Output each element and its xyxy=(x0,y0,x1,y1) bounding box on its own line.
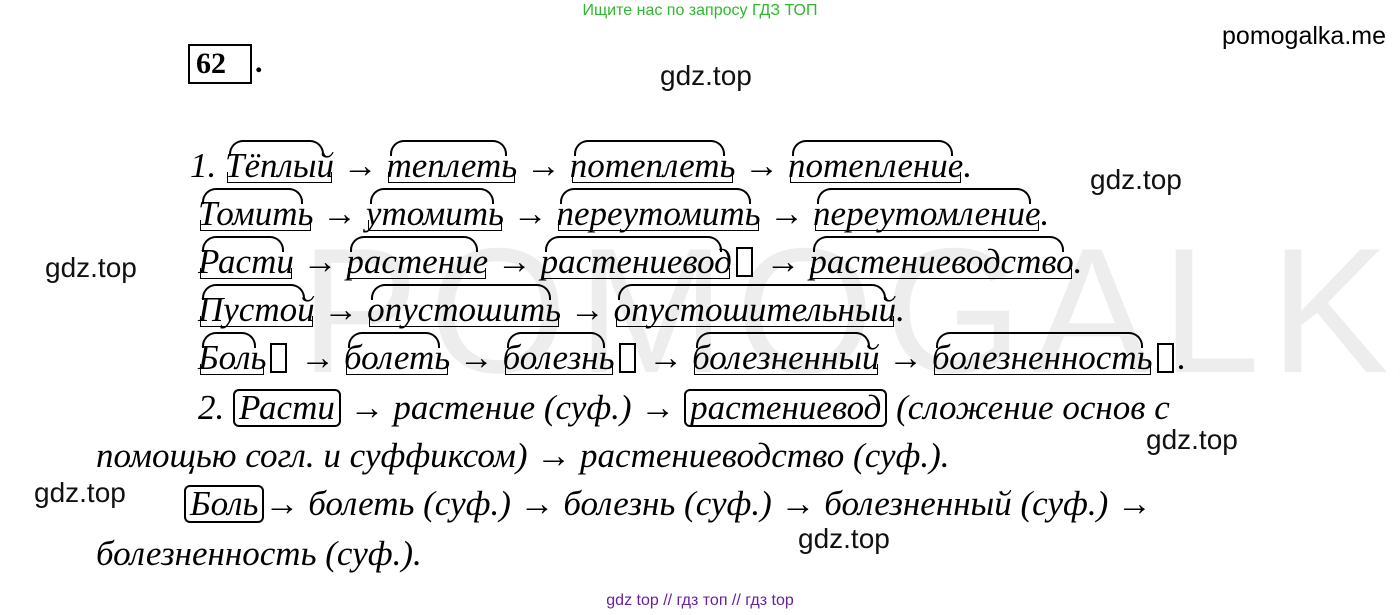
end-mark: . xyxy=(963,146,973,185)
watermark-gdz: gdz.top xyxy=(34,477,126,508)
explanation-line-2: помощью согл. и суффиксом) → растениевод… xyxy=(96,436,950,475)
site-name: pomogalka.me xyxy=(1222,22,1386,50)
arrow: → xyxy=(765,242,801,281)
word: болезненный xyxy=(692,332,880,377)
item-prefix: 1. xyxy=(190,146,225,185)
boxed-word: растениевод xyxy=(684,389,888,427)
exercise-number: 62 xyxy=(188,44,252,84)
footer-links[interactable]: gdz top // гдз топ // гдз top xyxy=(606,592,794,609)
word: потеплеть xyxy=(569,140,736,185)
derivation-row-5: Боль → болеть → болезнь → болезненный → … xyxy=(198,332,1187,378)
arrow: → xyxy=(769,194,805,233)
arrow: → xyxy=(648,338,684,377)
watermark-gdz: gdz.top xyxy=(1146,424,1238,455)
background-watermark: POMOGALKA.ME xyxy=(300,211,1400,410)
boxed-word: Боль xyxy=(184,485,265,523)
null-ending-box xyxy=(1156,343,1174,373)
end-mark: . xyxy=(1040,194,1050,233)
arrow: → xyxy=(300,338,336,377)
top-banner[interactable]: Ищите нас по запросу ГДЗ ТОП xyxy=(582,2,818,19)
explanation-line-3: Боль→ болеть (суф.) → болезнь (суф.) → б… xyxy=(184,484,1152,524)
word: Боль xyxy=(198,332,267,377)
word: Пустой xyxy=(198,284,315,329)
word: Томить xyxy=(198,188,314,233)
arrow: → xyxy=(496,242,532,281)
exercise-number-dot: . xyxy=(255,46,263,79)
word: болезненность xyxy=(932,332,1153,377)
arrow: → xyxy=(458,338,494,377)
end-mark: . xyxy=(1177,338,1187,377)
arrow: → xyxy=(525,146,561,185)
explanation-line-4: болезненность (суф.). xyxy=(96,534,422,573)
word: опустошительный xyxy=(613,284,897,329)
word: болезнь xyxy=(502,332,615,377)
null-ending-box xyxy=(735,247,753,277)
word: Тёплый xyxy=(225,140,334,185)
derivation-row-4: Пустой → опустошить → опустошительный. xyxy=(198,284,905,330)
word: растение xyxy=(346,236,489,281)
watermark-gdz: gdz.top xyxy=(798,523,890,554)
arrow: → xyxy=(888,338,924,377)
text-span: → болеть (суф.) → болезнь (суф.) → болез… xyxy=(264,484,1152,523)
arrow: → xyxy=(323,290,359,329)
end-mark: . xyxy=(896,290,905,329)
explanation-line-1: 2. Расти → растение (суф.) → растениевод… xyxy=(198,388,1170,428)
arrow: → xyxy=(322,194,358,233)
watermark-gdz: gdz.top xyxy=(1090,164,1182,195)
derivation-row-1: 1. Тёплый → теплеть → потеплеть → потепл… xyxy=(190,140,973,186)
boxed-word: Расти xyxy=(233,389,341,427)
watermark-gdz: gdz.top xyxy=(45,252,137,283)
end-mark: . xyxy=(1073,242,1083,281)
arrow: → xyxy=(512,194,548,233)
item-prefix: 2. xyxy=(198,388,233,427)
text-span: (сложение основ с xyxy=(887,388,1170,427)
watermark-gdz: gdz.top xyxy=(660,60,752,91)
derivation-row-2: Томить → утомить → переутомить → переуто… xyxy=(198,188,1050,234)
arrow: → xyxy=(744,146,780,185)
word: переутомить xyxy=(556,188,761,233)
arrow: → xyxy=(302,242,338,281)
word: потепление xyxy=(787,140,964,185)
null-ending-box xyxy=(270,343,288,373)
word: растениеводство xyxy=(809,236,1074,281)
text-span: → растение (суф.) → xyxy=(340,388,685,427)
word: утомить xyxy=(365,188,504,233)
word: болеть xyxy=(343,332,451,377)
arrow: → xyxy=(342,146,378,185)
word: опустошить xyxy=(367,284,562,329)
null-ending-box xyxy=(618,343,636,373)
word: Расти xyxy=(198,236,294,281)
derivation-row-3: Расти → растение → растениевод → растени… xyxy=(198,236,1083,282)
word: переутомление xyxy=(813,188,1041,233)
arrow: → xyxy=(569,290,605,329)
word: теплеть xyxy=(386,140,518,185)
word: растениевод xyxy=(540,236,732,281)
